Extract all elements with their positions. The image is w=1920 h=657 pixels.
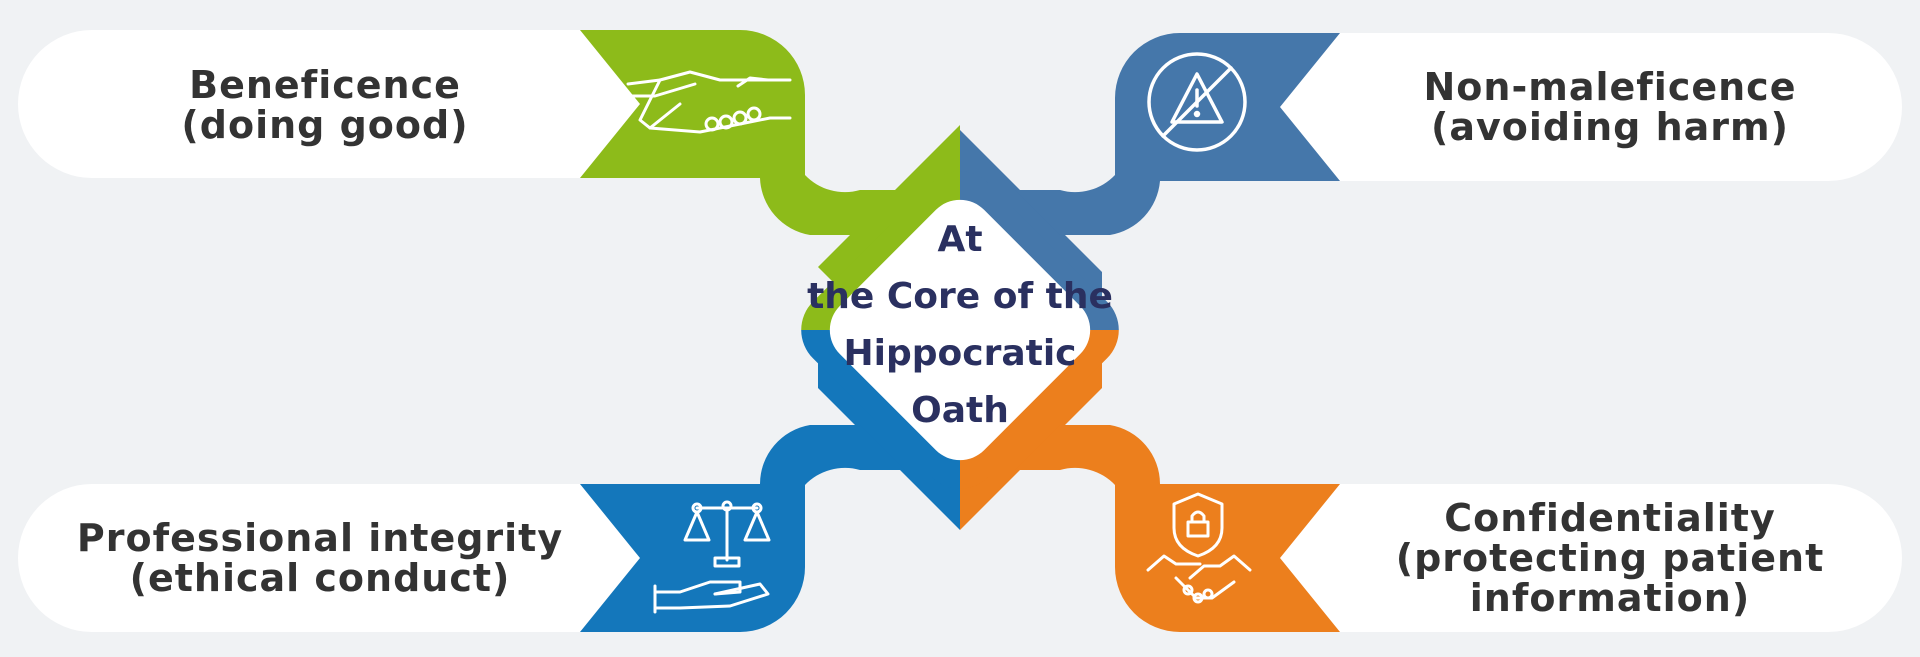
center-diamond bbox=[829, 199, 1091, 461]
beneficence-title: Beneficence bbox=[189, 63, 461, 107]
handshake-icon bbox=[626, 70, 792, 134]
connector-non-maleficence bbox=[1015, 33, 1340, 235]
center-title: At the Core of the Hippocratic Oath bbox=[790, 215, 1130, 435]
professional-integrity-title: Professional integrity bbox=[76, 516, 564, 560]
beneficence-subtitle: (doing good) bbox=[181, 103, 469, 147]
connector-confidentiality bbox=[1015, 425, 1340, 632]
confidentiality-label: Confidentiality (protecting patient info… bbox=[1340, 494, 1880, 622]
no-harm-warning-icon bbox=[1147, 52, 1247, 152]
professional-integrity-label: Professional integrity (ethical conduct) bbox=[40, 508, 600, 608]
pill-beneficence bbox=[18, 30, 738, 178]
center-title-line-3: Hippocratic bbox=[843, 333, 1077, 374]
confidentiality-subtitle-2: information) bbox=[1469, 576, 1751, 620]
shield-lock-handshake-icon bbox=[1146, 492, 1252, 604]
confidentiality-subtitle-1: (protecting patient bbox=[1395, 536, 1825, 580]
pill-non-maleficence bbox=[1182, 33, 1902, 181]
center-title-line-1: At bbox=[937, 219, 983, 260]
non-maleficence-label: Non-maleficence (avoiding harm) bbox=[1340, 62, 1880, 152]
center-title-line-4: Oath bbox=[911, 390, 1009, 431]
pill-confidentiality bbox=[1182, 484, 1902, 632]
confidentiality-title: Confidentiality bbox=[1444, 496, 1776, 540]
center-title-line-2: the Core of the bbox=[807, 276, 1113, 317]
scales-in-hand-icon bbox=[653, 500, 771, 614]
non-maleficence-subtitle: (avoiding harm) bbox=[1430, 105, 1790, 149]
non-maleficence-title: Non-maleficence bbox=[1423, 65, 1797, 109]
connector-professional-integrity bbox=[580, 425, 905, 632]
connector-beneficence bbox=[580, 30, 905, 235]
beneficence-label: Beneficence (doing good) bbox=[100, 60, 550, 150]
pill-professional-integrity bbox=[18, 484, 738, 632]
professional-integrity-subtitle: (ethical conduct) bbox=[129, 556, 511, 600]
